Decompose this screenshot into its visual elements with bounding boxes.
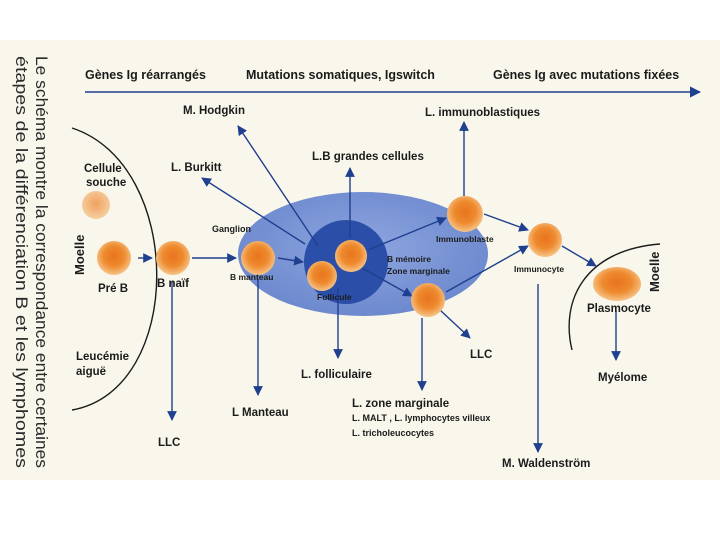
plasmocyte-label: Plasmocyte	[587, 303, 651, 315]
differentiation-diagram: Gènes Ig réarrangés Mutations somatiques…	[0, 40, 720, 480]
l-malt-label: L. MALT , L. lymphocytes villeux	[352, 413, 490, 423]
b-naif-cell	[156, 241, 190, 275]
b-manteau-cell	[241, 241, 275, 275]
caption-line-1: Le schéma montre la correspondance entre…	[32, 56, 51, 468]
pre-b-label: Pré B	[98, 283, 128, 295]
diagram-canvas: Gènes Ig réarrangés Mutations somatiques…	[12, 56, 702, 470]
l-burkitt-label: L. Burkitt	[171, 162, 222, 174]
arrow-immunocyte-to-plasmocyte	[561, 245, 597, 267]
l-zone-marginale-label: L. zone marginale	[352, 398, 449, 410]
moelle-right-label: Moelle	[647, 252, 662, 292]
pre-b-cell	[97, 241, 131, 275]
b-memoire-label: B mémoire	[387, 254, 431, 264]
zone-marginale-label: Zone marginale	[387, 266, 450, 276]
b-manteau-label: B manteau	[230, 272, 273, 282]
lb-grandes-cellules-label: L.B grandes cellules	[312, 151, 424, 163]
caption-line-2: étapes de la différenciation B et les ly…	[12, 56, 31, 468]
l-folliculaire-label: L. folliculaire	[301, 369, 372, 381]
arrow-immunoblaste-to-immunocyte	[483, 213, 529, 232]
llc-center-label: LLC	[470, 349, 492, 361]
arrow-to-burkitt	[201, 177, 306, 245]
myelome-label: Myélome	[598, 372, 647, 384]
l-immunoblastiques-label: L. immunoblastiques	[425, 107, 540, 119]
immunocyte-label: Immunocyte	[514, 264, 564, 274]
stage-label-rearranged: Gènes Ig réarrangés	[85, 68, 206, 82]
leucemie-label-2: aiguë	[76, 366, 106, 378]
arrow-to-immunoblaste	[367, 216, 447, 251]
immunoblaste-cell	[447, 196, 483, 232]
follicule-label: Follicule	[317, 292, 352, 302]
ganglion-label: Ganglion	[212, 224, 251, 234]
stage-label-fixed: Gènes Ig avec mutations fixées	[493, 68, 679, 82]
leucemie-label-1: Leucémie	[76, 351, 129, 363]
arrow-memoire-to-immunocyte	[445, 245, 529, 293]
follicle-cell-2	[335, 240, 367, 272]
llc-left-label: LLC	[158, 437, 180, 449]
m-hodgkin-label: M. Hodgkin	[183, 105, 245, 117]
memoire-cell	[411, 283, 445, 317]
cellule-souche-label-1: Cellule	[84, 163, 122, 175]
stage-label-mutations: Mutations somatiques, Igswitch	[246, 68, 435, 82]
m-waldenstrom-label: M. Waldenström	[502, 458, 590, 470]
plasmocyte-cell	[593, 267, 641, 301]
l-tricholeucocytes-label: L. tricholeucocytes	[352, 428, 434, 438]
l-manteau-label: L Manteau	[232, 407, 289, 419]
arrow-manteau-to-follicle	[277, 255, 304, 266]
moelle-left-label: Moelle	[72, 235, 87, 275]
b-naif-label: B naïf	[157, 278, 189, 290]
stem-cell	[82, 191, 110, 219]
immunoblaste-label: Immunoblaste	[436, 234, 494, 244]
immunocyte-cell	[528, 223, 562, 257]
marrow-arc-right	[568, 243, 661, 351]
arrow-to-hodgkin	[237, 125, 319, 247]
cellule-souche-label-2: souche	[86, 177, 126, 189]
follicle-cell-1	[307, 261, 337, 291]
arrow-to-memoire	[361, 267, 413, 297]
marrow-arc-left	[71, 127, 158, 411]
arrow-memoire-to-llc	[439, 309, 471, 339]
